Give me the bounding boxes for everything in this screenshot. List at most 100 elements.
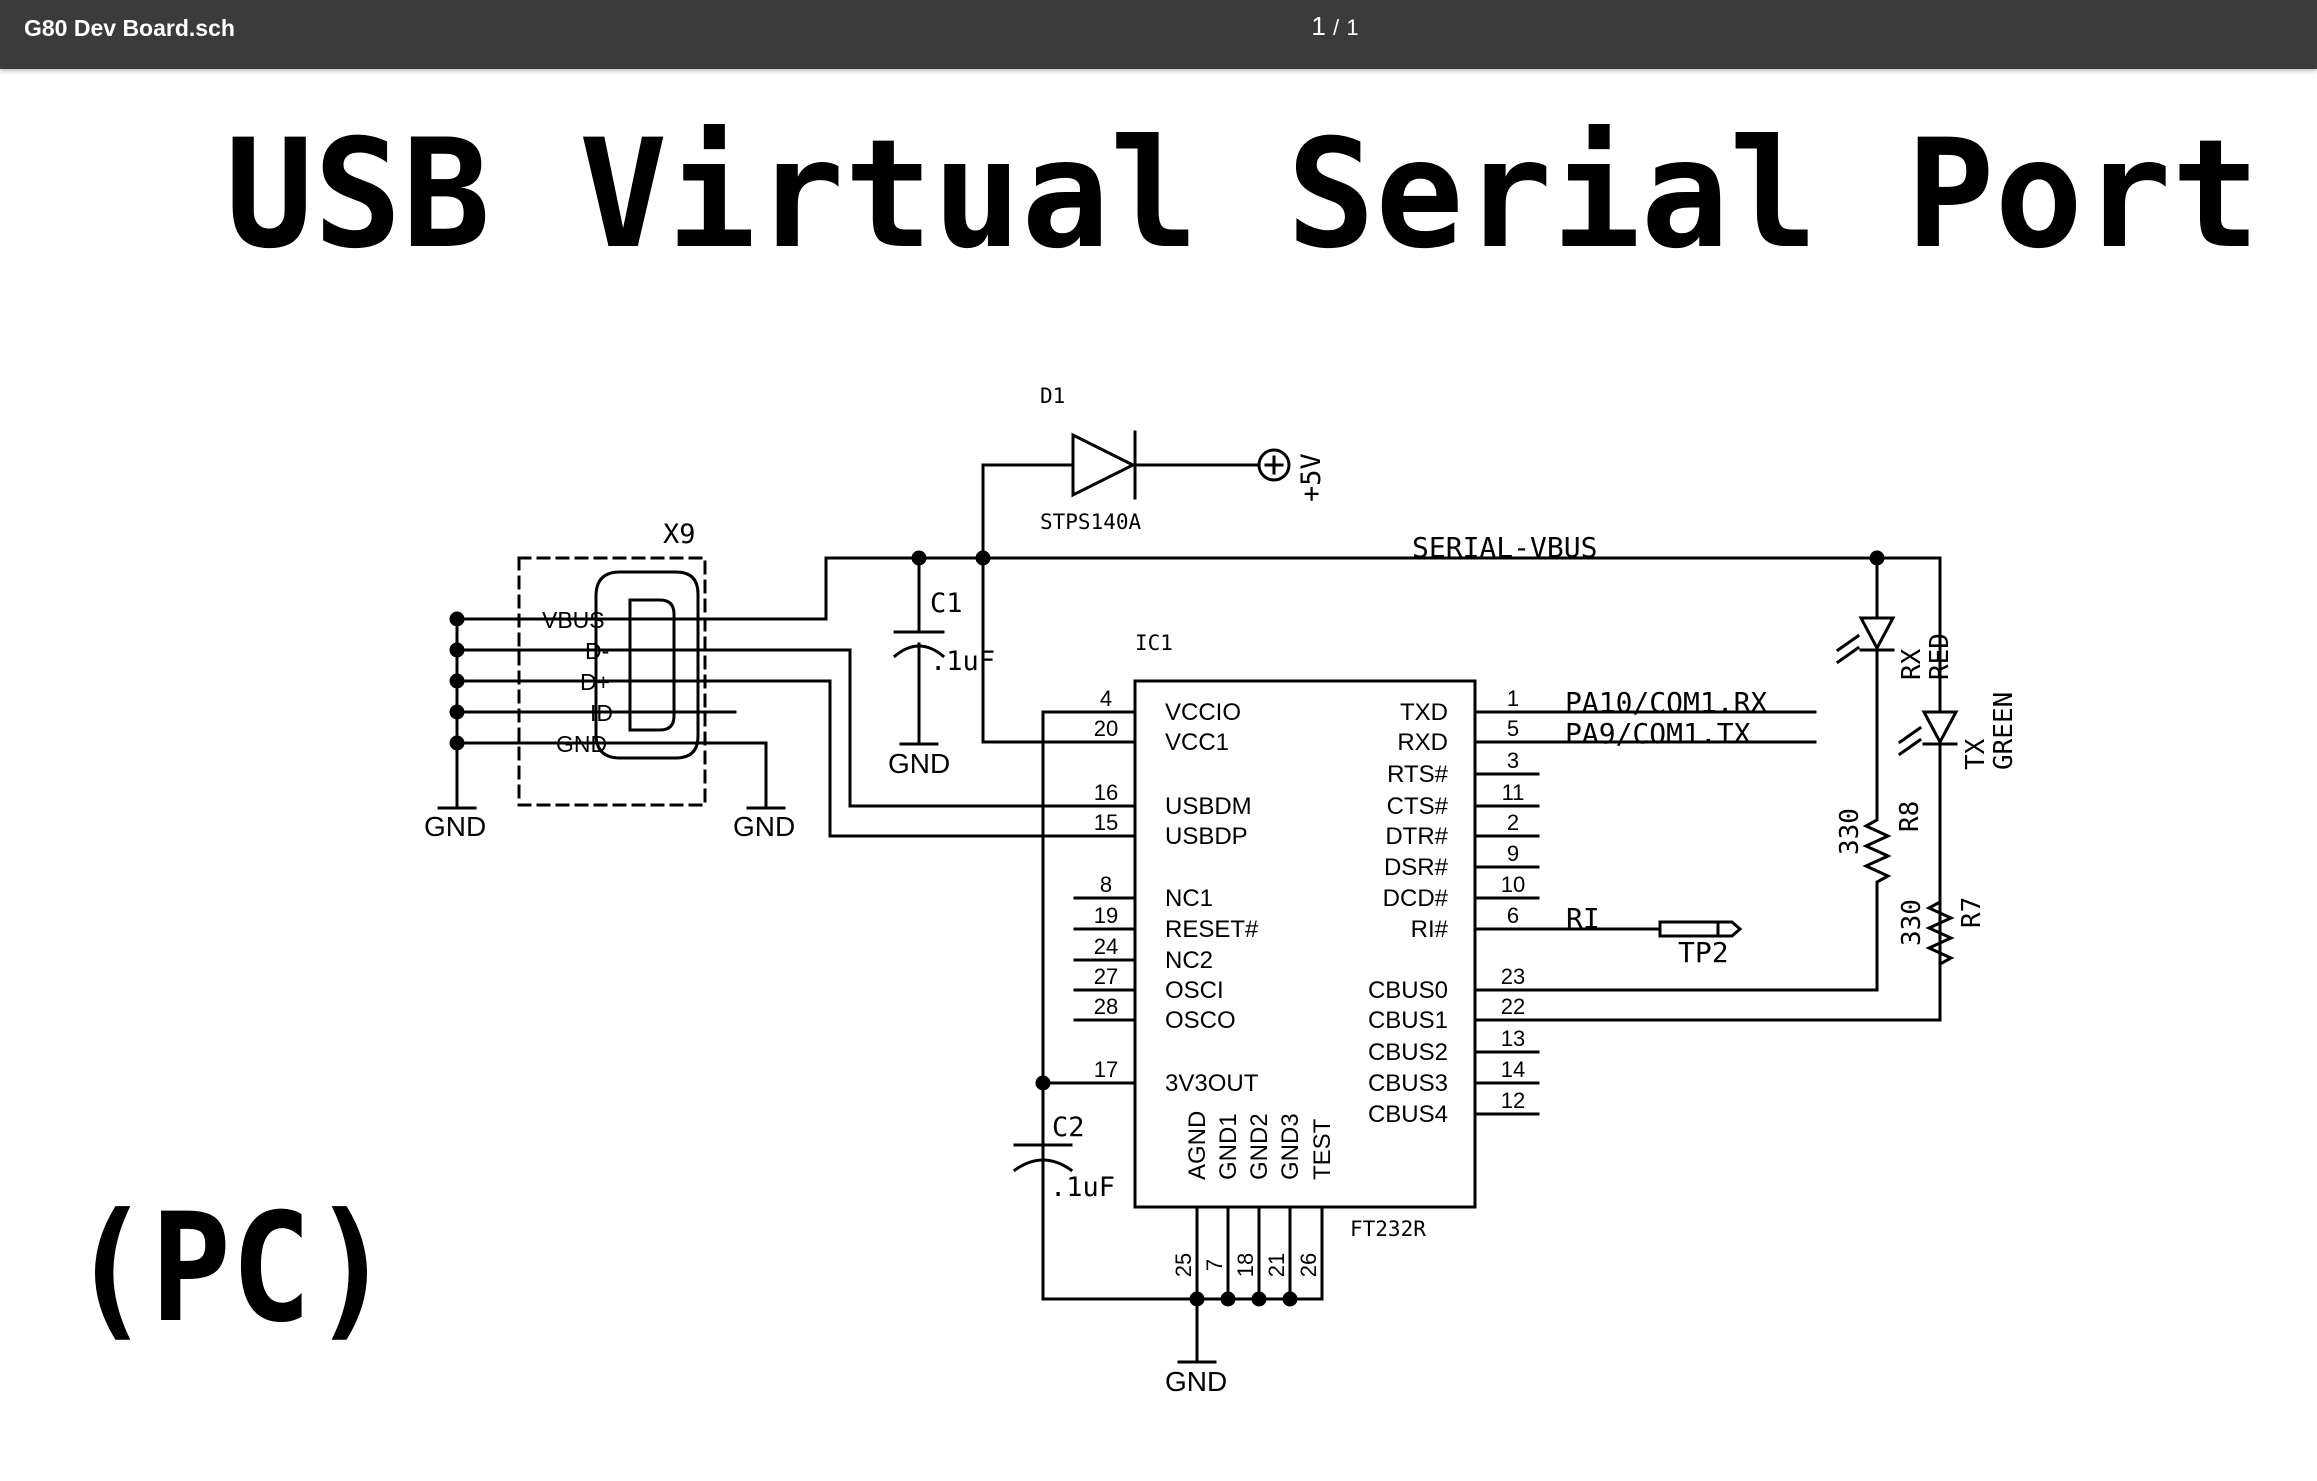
ic1-pin-number: 22	[1501, 994, 1525, 1019]
ri-testpoint	[1533, 920, 1743, 938]
ic1-pin-number: 17	[1094, 1057, 1118, 1082]
ic1-pin-name: NC2	[1165, 947, 1213, 974]
ic1-pin-name: CBUS4	[1368, 1101, 1448, 1128]
uart-nets	[1533, 710, 1817, 744]
ic1-pin-number: 21	[1264, 1253, 1289, 1277]
page-separator: /	[1333, 15, 1340, 40]
ic1-pin-name: DCD#	[1383, 885, 1449, 912]
r7-value: 330	[1897, 899, 1927, 946]
ic1-pin-number: 14	[1501, 1057, 1525, 1082]
schematic-subtitle: (PC)	[70, 1182, 392, 1356]
c2-ref: C2	[1052, 1112, 1085, 1143]
ic1-pin-number: 1	[1507, 686, 1519, 711]
resistor-r7	[1533, 742, 1955, 1022]
tp2-label: TP2	[1678, 936, 1729, 969]
ic1-left-pins: 4VCCIO20VCC116USBDM15USBDP8NC119RESET#24…	[1041, 686, 1259, 1097]
ic1-pin-number: 8	[1100, 872, 1112, 897]
ic1-pin-name: 3V3OUT	[1165, 1070, 1259, 1097]
net-serial-vbus	[706, 550, 1942, 1022]
ic1-pin-number: 20	[1094, 716, 1118, 741]
led-tx-name: TX	[1961, 738, 1991, 770]
ic1-pin-number: 28	[1094, 994, 1118, 1019]
led-rx	[1835, 556, 1896, 810]
c1-ref: C1	[930, 588, 963, 619]
ic1-pin-name: CBUS3	[1368, 1070, 1448, 1097]
ic1-body	[1133, 679, 1477, 1209]
x9-pin-dminus: D-	[585, 638, 609, 664]
schematic-title: USB Virtual Serial Port	[225, 108, 2260, 282]
ic1-pin-number: 18	[1233, 1253, 1258, 1277]
led-rx-name: RX	[1897, 648, 1927, 680]
ic1-pin-number: 24	[1094, 934, 1118, 959]
x9-pin-vbus: VBUS	[542, 607, 605, 633]
led-tx-color: GREEN	[1989, 692, 2019, 770]
ic1-pin-name: VCCIO	[1165, 699, 1241, 726]
gnd-label-c1: GND	[888, 748, 950, 779]
connector-x9	[437, 556, 852, 810]
resistor-r8	[1533, 806, 1892, 992]
ic1-pin-name: RI#	[1411, 916, 1449, 943]
ic1-pin-name: OSCI	[1165, 977, 1224, 1004]
serial-vbus-label: SERIAL-VBUS	[1412, 531, 1597, 564]
ic1-pin-number: 5	[1507, 716, 1519, 741]
ic1-pin-number: 26	[1296, 1253, 1321, 1277]
ic1-pin-number: 6	[1507, 903, 1519, 928]
x9-pin-gnd: GND	[556, 731, 607, 757]
ic1-pin-number: 3	[1507, 748, 1519, 773]
ic1-pin-name: GND2	[1246, 1113, 1273, 1180]
ic1-pin-number: 15	[1094, 810, 1118, 835]
gnd-label-ic1: GND	[1165, 1366, 1227, 1397]
ic1-pin-number: 27	[1094, 964, 1118, 989]
ic1-pin-name: TEST	[1309, 1118, 1336, 1180]
ic1-pin-number: 10	[1501, 872, 1525, 897]
ic1-pin-name: CBUS1	[1368, 1007, 1448, 1034]
ic1-pin-name: CBUS2	[1368, 1039, 1448, 1066]
viewer-toolbar: G80 Dev Board.sch 1 / 1	[0, 0, 2317, 69]
net-label-tx: PA10/COM1.RX	[1565, 686, 1767, 719]
ic1-pin-number: 23	[1501, 964, 1525, 989]
d1-ref: D1	[1040, 384, 1065, 408]
ic1-pin-name: CTS#	[1387, 793, 1449, 820]
ic1-pin-name: TXD	[1400, 699, 1448, 726]
ic1-pin-number: 2	[1507, 810, 1519, 835]
net-label-ri: RI	[1566, 902, 1600, 935]
ic1-pin-name: RXD	[1397, 729, 1448, 756]
ic1-pin-number: 25	[1171, 1253, 1196, 1277]
gnd-label-x9-right: GND	[733, 811, 795, 842]
ic1-pin-number: 13	[1501, 1026, 1525, 1051]
ic1-pin-name: DSR#	[1384, 854, 1449, 881]
ic1-pin-number: 4	[1100, 686, 1112, 711]
ic1-pin-name: AGND	[1184, 1111, 1211, 1180]
ic1-ref: IC1	[1135, 631, 1173, 655]
net-label-rx: PA9/COM1.TX	[1565, 717, 1751, 750]
ic1-pin-number: 7	[1202, 1259, 1227, 1271]
ic1-pin-name: USBDP	[1165, 823, 1248, 850]
current-page: 1	[1311, 11, 1326, 41]
ic1-pin-name: OSCO	[1165, 1007, 1236, 1034]
total-pages: 1	[1346, 15, 1359, 40]
d1-value: STPS140A	[1040, 510, 1142, 534]
diode-d1	[981, 430, 1260, 560]
ic1-pin-number: 12	[1501, 1088, 1525, 1113]
r7-ref: R7	[1957, 897, 1987, 928]
ic1-pin-number: 9	[1507, 841, 1519, 866]
r8-value: 330	[1835, 808, 1865, 855]
document-title: G80 Dev Board.sch	[24, 15, 235, 41]
ic1-pin-name: VCC1	[1165, 729, 1229, 756]
net-3v3	[1012, 710, 1324, 1364]
ic1-part: FT232R	[1350, 1217, 1426, 1241]
power-label: +5V	[1296, 453, 1327, 502]
led-rx-color: RED	[1925, 633, 1955, 680]
x9-pin-dplus: D+	[580, 669, 610, 695]
capacitor-c1	[892, 556, 946, 746]
ic1-pin-name: CBUS0	[1368, 977, 1448, 1004]
ic1-pin-name: DTR#	[1385, 823, 1448, 850]
schematic-sheet: USB Virtual Serial Port (PC) D1 STPS140A…	[70, 108, 2260, 1397]
page-indicator: 1 / 1	[1270, 8, 1400, 46]
r8-ref: R8	[1895, 801, 1925, 832]
x9-ref: X9	[663, 519, 696, 550]
ic1-right-pins: 1TXD5RXD3RTS#11CTS#2DTR#9DSR#10DCD#6RI#2…	[1368, 686, 1540, 1128]
ic1-pin-number: 11	[1502, 780, 1525, 805]
c1-value: .1uF	[930, 646, 995, 677]
